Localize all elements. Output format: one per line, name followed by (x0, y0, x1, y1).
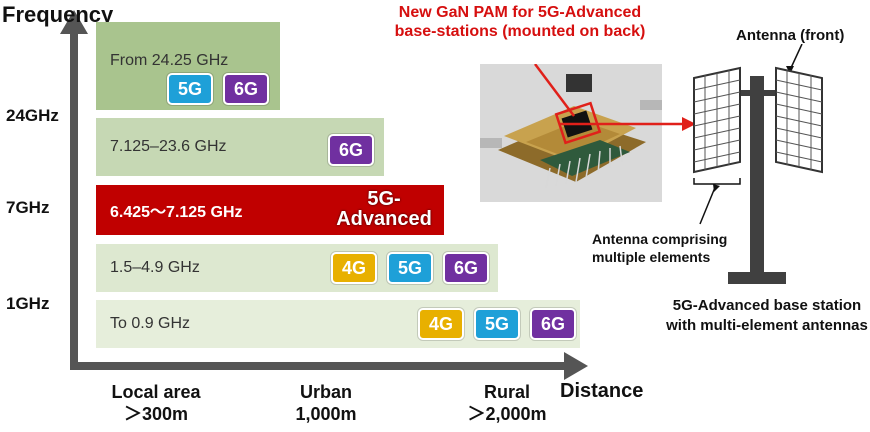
x-tick-local-area: Local area ＞300m (96, 381, 216, 425)
y-tick-7ghz: 7GHz (6, 198, 50, 217)
antenna-panel-right (775, 66, 823, 174)
x-tick-urban: Urban 1,000m (276, 381, 376, 425)
badge-4g: 4G (418, 308, 464, 340)
front-label-pointer (789, 44, 803, 71)
badge-5g: 5G (474, 308, 520, 340)
band-1-5ghz: 1.5–4.9 GHz (96, 244, 498, 292)
elements-pointer (699, 184, 717, 225)
antenna-front-label: Antenna (front) (736, 27, 845, 44)
x-axis-arrowhead (564, 352, 588, 380)
x-tick-name: Urban (299, 382, 352, 402)
base-station-caption: 5G-Advanced base station with multi-elem… (664, 296, 870, 336)
module-to-antenna-arrow (560, 117, 696, 131)
band-label: From 24.25 GHz (110, 52, 229, 69)
badge-6g: 6G (530, 308, 576, 340)
x-axis-title: Distance (560, 380, 644, 402)
x-tick-value: ＞300m (123, 404, 189, 424)
callout-line: New GaN PAM for 5G-Advanced (398, 4, 642, 21)
caption-line: with multi-element antennas (666, 317, 868, 334)
gan-pam-module-photo (480, 64, 662, 202)
x-tick-value: ＞2,000m (467, 404, 547, 424)
band-label: 7.125–23.6 GHz (110, 138, 227, 155)
note-line: multiple elements (592, 249, 711, 265)
antenna-elements-note: Antenna comprising multiple elements (592, 230, 727, 266)
badge-6g: 6G (223, 73, 269, 105)
x-tick-name: Local area (111, 382, 201, 402)
y-axis-title: Frequency (2, 2, 114, 27)
5g-advanced-tag: 5G- Advanced (326, 189, 442, 229)
antenna-panel-left (693, 66, 741, 174)
gan-pam-callout: New GaN PAM for 5G-Advanced base-station… (370, 3, 670, 41)
badge-5g: 5G (387, 252, 433, 284)
y-axis-arrowhead (60, 10, 88, 34)
band-label: 1.5–4.9 GHz (110, 259, 200, 276)
tag-line: Advanced (336, 208, 432, 230)
elements-bracket (693, 178, 741, 185)
tower-pole (750, 76, 764, 276)
x-tick-value: 1,000m (295, 404, 357, 424)
band-label: To 0.9 GHz (110, 315, 191, 332)
x-tick-name: Rural (483, 382, 530, 402)
caption-line: 5G-Advanced base station (672, 297, 862, 314)
y-tick-1ghz: 1GHz (6, 294, 50, 313)
tower-base (728, 272, 786, 284)
callout-line: base-stations (mounted on back) (394, 23, 646, 40)
band-7-24ghz: 7.125–23.6 GHz (96, 118, 384, 176)
band-5g-advanced: 6.425～7.125 GHz (96, 185, 444, 235)
note-line: Antenna comprising (592, 231, 728, 247)
x-tick-rural: Rural ＞2,000m (452, 381, 562, 425)
band-label: 6.425～7.125 GHz (110, 204, 243, 221)
badge-5g: 5G (167, 73, 213, 105)
badge-4g: 4G (331, 252, 377, 284)
base-station-illustration (693, 44, 823, 284)
badge-6g: 6G (328, 134, 374, 166)
badge-6g: 6G (443, 252, 489, 284)
tag-line: 5G- (367, 188, 401, 210)
y-tick-24ghz: 24GHz (6, 106, 59, 125)
